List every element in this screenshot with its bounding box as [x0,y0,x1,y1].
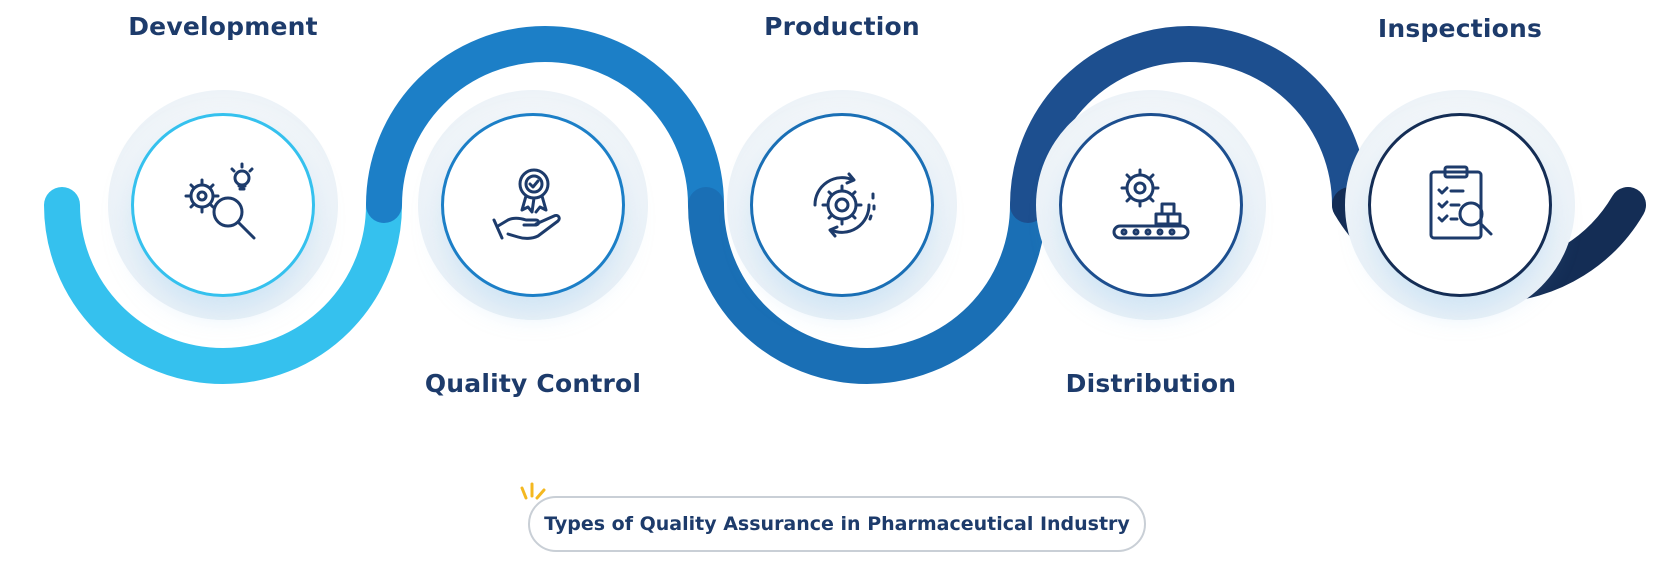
wave-segment-production [688,187,1046,384]
step-label-inspections: Inspections [1377,14,1543,43]
clipboard-magnifier-icon [1429,165,1493,240]
footer-title: Types of Quality Assurance in Pharmaceut… [544,513,1130,535]
step-node-quality-control [441,113,625,297]
step-label-quality-control: Quality Control [424,369,642,398]
hand-award-badge-icon [492,168,561,240]
footer-title-pill: Types of Quality Assurance in Pharmaceut… [528,496,1146,552]
wave-segment-quality-control [366,26,724,223]
step-label-production: Production [764,12,920,41]
step-node-inspections [1368,113,1552,297]
gear-cycle-arrows-icon [813,172,876,238]
step-node-development [131,113,315,297]
wave-segment-distribution [1010,26,1368,223]
sparkle-icon [520,482,546,500]
step-node-distribution [1059,113,1243,297]
wave-segment-development [44,187,402,384]
gears-magnifier-bulb-icon [184,162,256,240]
gear-conveyor-boxes-icon [1112,168,1190,240]
step-label-distribution: Distribution [1065,369,1237,398]
step-node-production [750,113,934,297]
step-label-development: Development [128,12,318,41]
